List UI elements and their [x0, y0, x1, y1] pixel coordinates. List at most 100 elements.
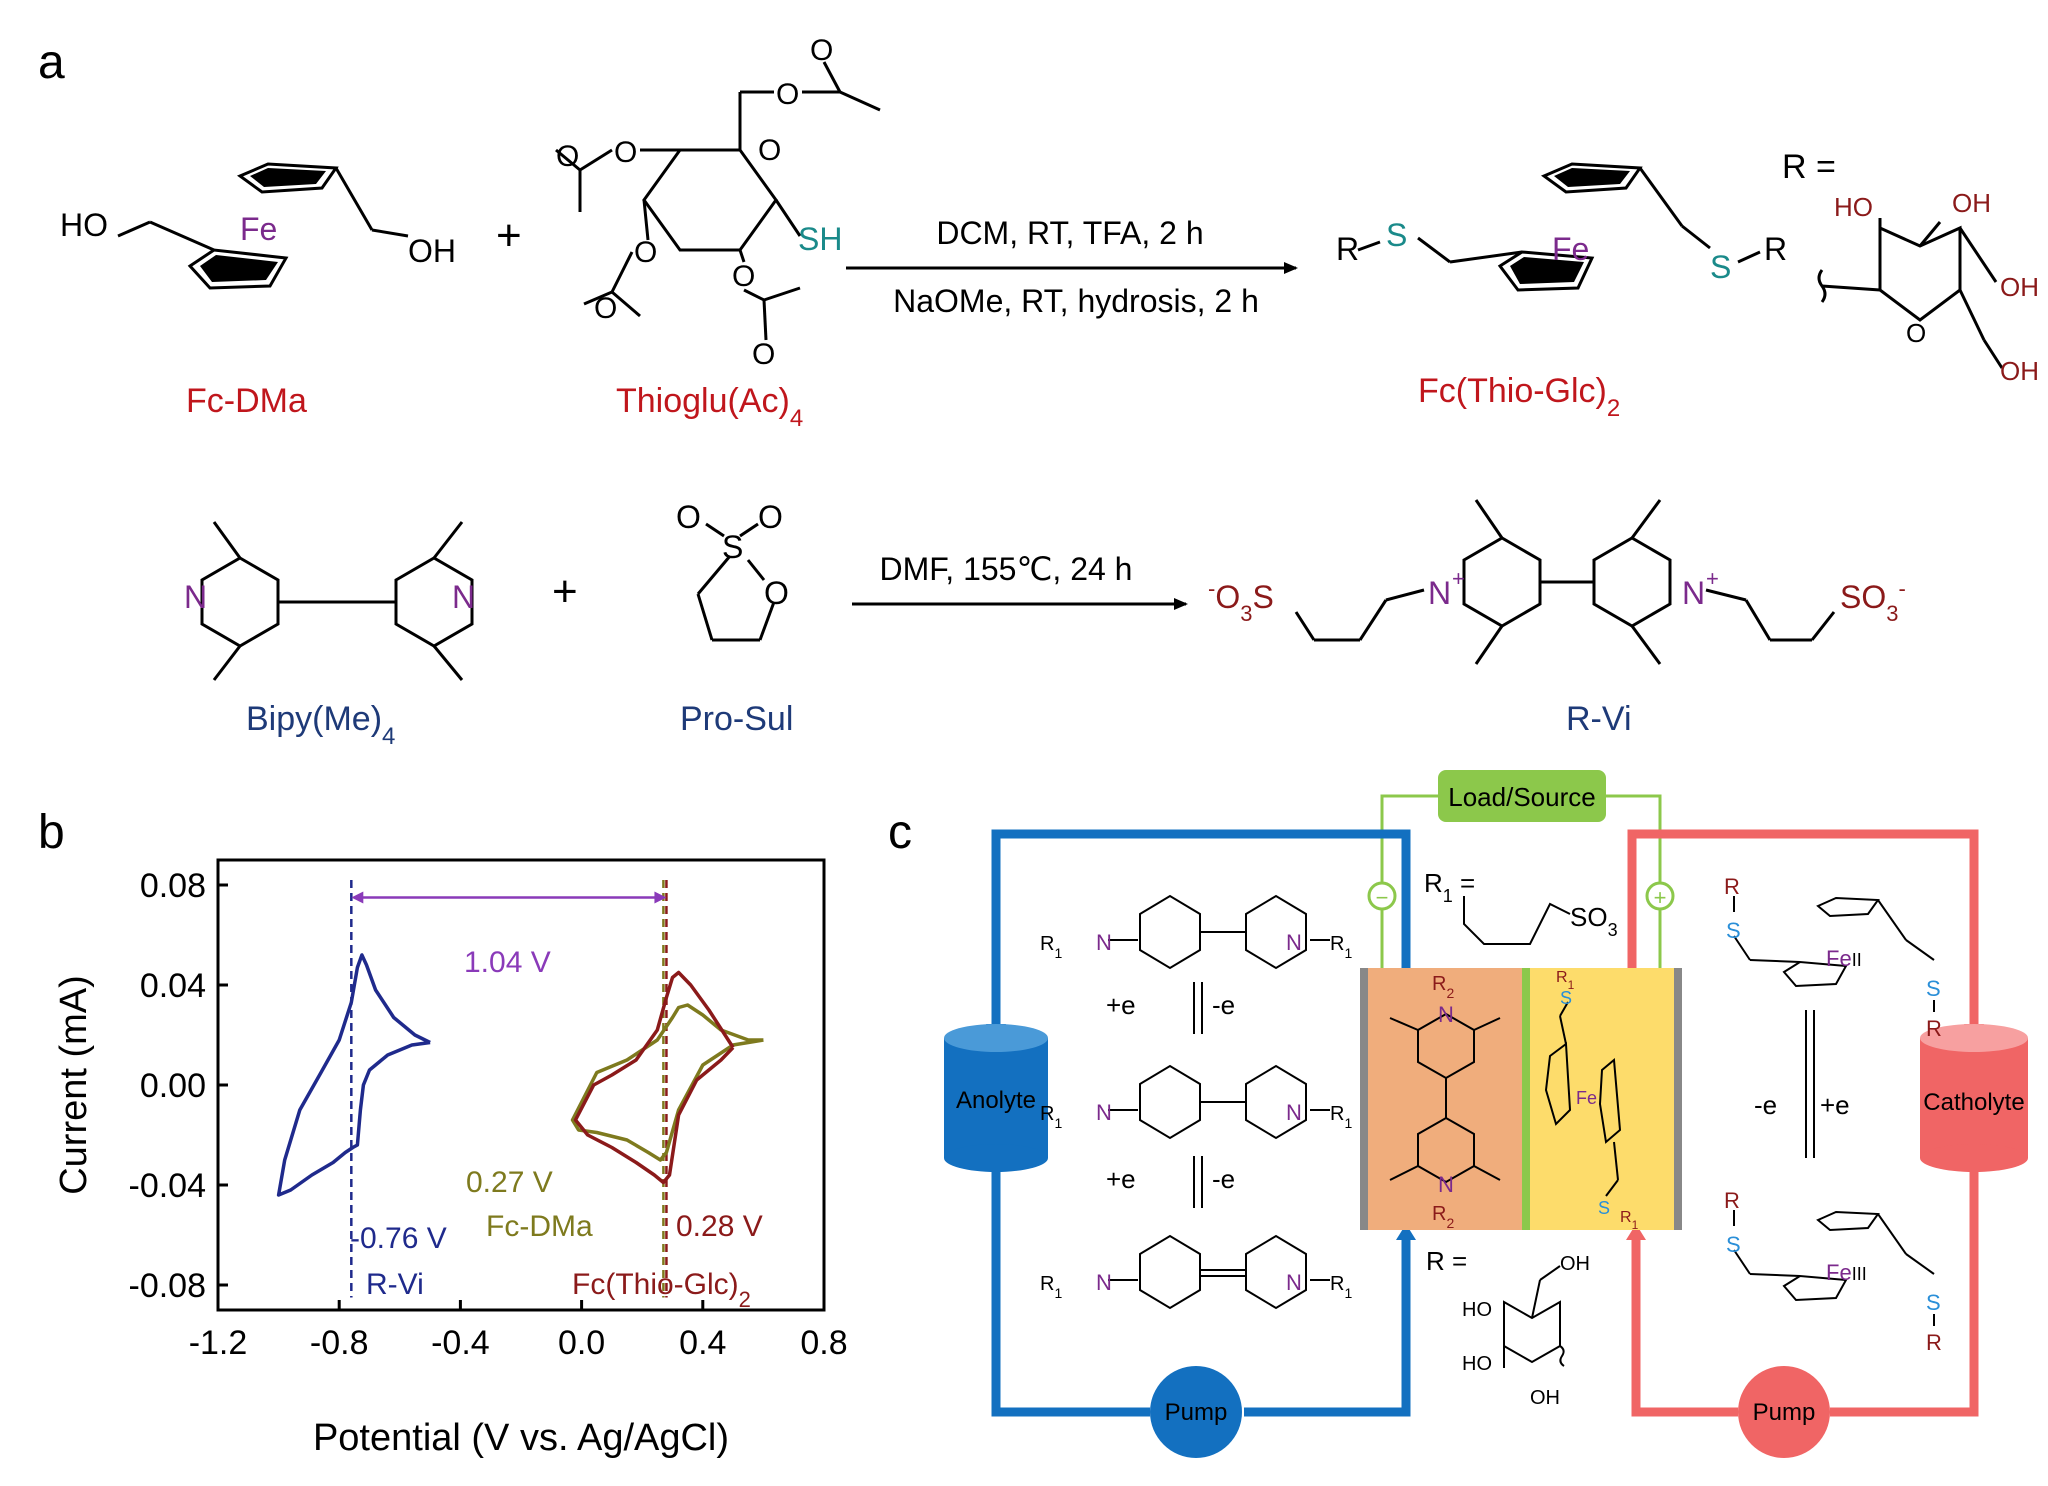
load-source-box — [1438, 770, 1606, 822]
fc-ox3-s-top: S — [1726, 1232, 1741, 1257]
r-glc-c-oh-bottom: OH — [1530, 1387, 1560, 1409]
thioglu-o-f: O — [594, 292, 617, 325]
bipy-n-left: N — [184, 579, 207, 615]
r-glc-o: O — [1906, 318, 1926, 348]
plus-sign-2: + — [552, 567, 578, 616]
r-vi-name: R-Vi — [1566, 700, 1632, 738]
fc-ox3-fe: FeIII — [1826, 1260, 1867, 1285]
r-glc-c-ho-2: HO — [1462, 1353, 1492, 1375]
fc-thio-r-right: R — [1764, 231, 1787, 267]
pro-sul-structure — [696, 522, 776, 642]
vio3-n2: N — [1286, 1270, 1302, 1295]
thioglu-o-g: O — [732, 260, 755, 293]
anolyte-chamber — [1366, 968, 1522, 1230]
x-tick-label: -1.2 — [189, 1324, 248, 1362]
r1-so3: SO3 — [1570, 902, 1618, 940]
fcdma-label-annotation: Fc-DMa — [486, 1210, 593, 1243]
vio3-r1-right: R1 — [1330, 1273, 1352, 1301]
catholyte-label: Catholyte — [1923, 1089, 2024, 1116]
fc-thio-r-left: R — [1336, 231, 1359, 267]
catholyte-tank-icon — [1920, 1024, 2028, 1172]
reaction1-arrowhead — [1284, 262, 1298, 274]
pro-sul-o-2: O — [758, 499, 783, 535]
r-glucose-structure — [1817, 218, 2004, 369]
fc-ox2-s-top: S — [1726, 918, 1741, 943]
thioglu-o-e: O — [634, 236, 657, 269]
fc-dma-fe: Fe — [240, 211, 277, 247]
vio2-n: N — [1096, 1100, 1112, 1125]
catholyte-loop — [1627, 829, 1979, 1417]
vio-step2-add: +e — [1106, 1164, 1136, 1194]
r-vi-n-left: N — [1428, 575, 1451, 611]
fc-ox2-s-bottom: S — [1926, 976, 1941, 1001]
fc-dma-oh: OH — [408, 233, 456, 269]
r-vi-n-left-charge: + — [1452, 566, 1465, 591]
thioglu-o-b: O — [810, 34, 833, 67]
r1-chain — [1463, 896, 1571, 945]
x-tick-label: -0.4 — [431, 1324, 490, 1362]
r-glc-oh-1: OH — [1952, 188, 1991, 218]
r-glc-oh-2: OH — [2000, 272, 2039, 302]
cv-series-line — [573, 970, 735, 1185]
fc-ox2-r-top: R — [1724, 874, 1740, 899]
x-tick-label: 0.8 — [800, 1324, 847, 1362]
cell-ferrocene-r1-top: R1 — [1556, 969, 1575, 992]
anolyte-pump-icon — [1150, 1366, 1242, 1458]
anolyte-loop — [991, 829, 1411, 1417]
x-tick-label: 0.4 — [679, 1324, 726, 1362]
pro-sul-name: Pro-Sul — [680, 700, 793, 738]
cell-viologen-n-bottom: N — [1438, 1172, 1454, 1197]
fcthio-potential-annotation: 0.28 V — [676, 1210, 763, 1243]
fc-thio-glc-structure — [1357, 162, 1761, 292]
anolyte-label: Anolyte — [956, 1087, 1036, 1114]
bipy-n-right: N — [452, 579, 475, 615]
fc-step-add: +e — [1820, 1090, 1850, 1120]
reaction1-condition2: NaOMe, RT, hydrosis, 2 h — [893, 283, 1259, 319]
thioglu-o-h: O — [752, 338, 775, 371]
viologen-state-2 — [1108, 1064, 1330, 1140]
panel-label-b: b — [38, 806, 65, 859]
negative-terminal-icon — [1367, 881, 1397, 911]
pro-sul-o-1: O — [676, 499, 701, 535]
thioglu-name: Thioglu(Ac)4 — [616, 382, 803, 432]
cell-ferrocene-fe: Fe — [1576, 1088, 1597, 1108]
r-glc-ho: HO — [1834, 192, 1873, 222]
pro-sul-s: S — [722, 529, 743, 565]
fc-ox2-r-bottom: R — [1926, 1016, 1942, 1041]
x-tick-label: 0.0 — [558, 1324, 605, 1362]
cell-viologen-n-top: N — [1438, 1002, 1454, 1027]
r1-def-label: R1 = — [1424, 868, 1475, 906]
y-tick-label: 0.00 — [140, 1067, 206, 1105]
fc-thio-name: Fc(Thio-Glc)2 — [1418, 372, 1620, 422]
y-tick-label: 0.08 — [140, 867, 206, 905]
cell-ferrocene-structure — [1544, 1001, 1622, 1197]
thioglu-structure — [555, 61, 881, 341]
reaction2-condition: DMF, 155℃, 24 h — [880, 551, 1133, 587]
positive-terminal-icon — [1645, 881, 1675, 911]
y-tick-label: -0.04 — [129, 1167, 207, 1205]
gap-annotation: 1.04 V — [464, 946, 551, 979]
r-glc-c-ho-1: HO — [1462, 1299, 1492, 1321]
vio3-n: N — [1096, 1270, 1112, 1295]
catholyte-pump-icon — [1738, 1366, 1830, 1458]
r-vi-right-so3: SO3- — [1840, 576, 1906, 626]
vio-step1-remove: -e — [1212, 990, 1235, 1020]
anode-plate — [1360, 968, 1368, 1230]
fcdma-potential-annotation: 0.27 V — [466, 1166, 553, 1199]
catholyte-chamber — [1528, 968, 1676, 1230]
vio2-r1-left: R1 — [1040, 1103, 1062, 1131]
r-vi-n-right-charge: + — [1706, 566, 1719, 591]
load-wiring — [1380, 794, 1662, 970]
vio1-r1-left: R1 — [1040, 933, 1062, 961]
reaction1-condition1: DCM, RT, TFA, 2 h — [936, 215, 1203, 251]
positive-terminal-sign: + — [1654, 885, 1667, 910]
ferrocene-state-ox2 — [1733, 896, 1935, 1012]
fc-dma-name: Fc-DMa — [186, 382, 307, 420]
gap-arrowhead-left — [351, 891, 364, 904]
y-axis-label: Current (mA) — [53, 975, 95, 1195]
thioglu-sh: SH — [798, 221, 842, 257]
viologen-state-3 — [1108, 1234, 1330, 1310]
viologen-state-1 — [1108, 894, 1330, 970]
x-tick-label: -0.8 — [310, 1324, 369, 1362]
